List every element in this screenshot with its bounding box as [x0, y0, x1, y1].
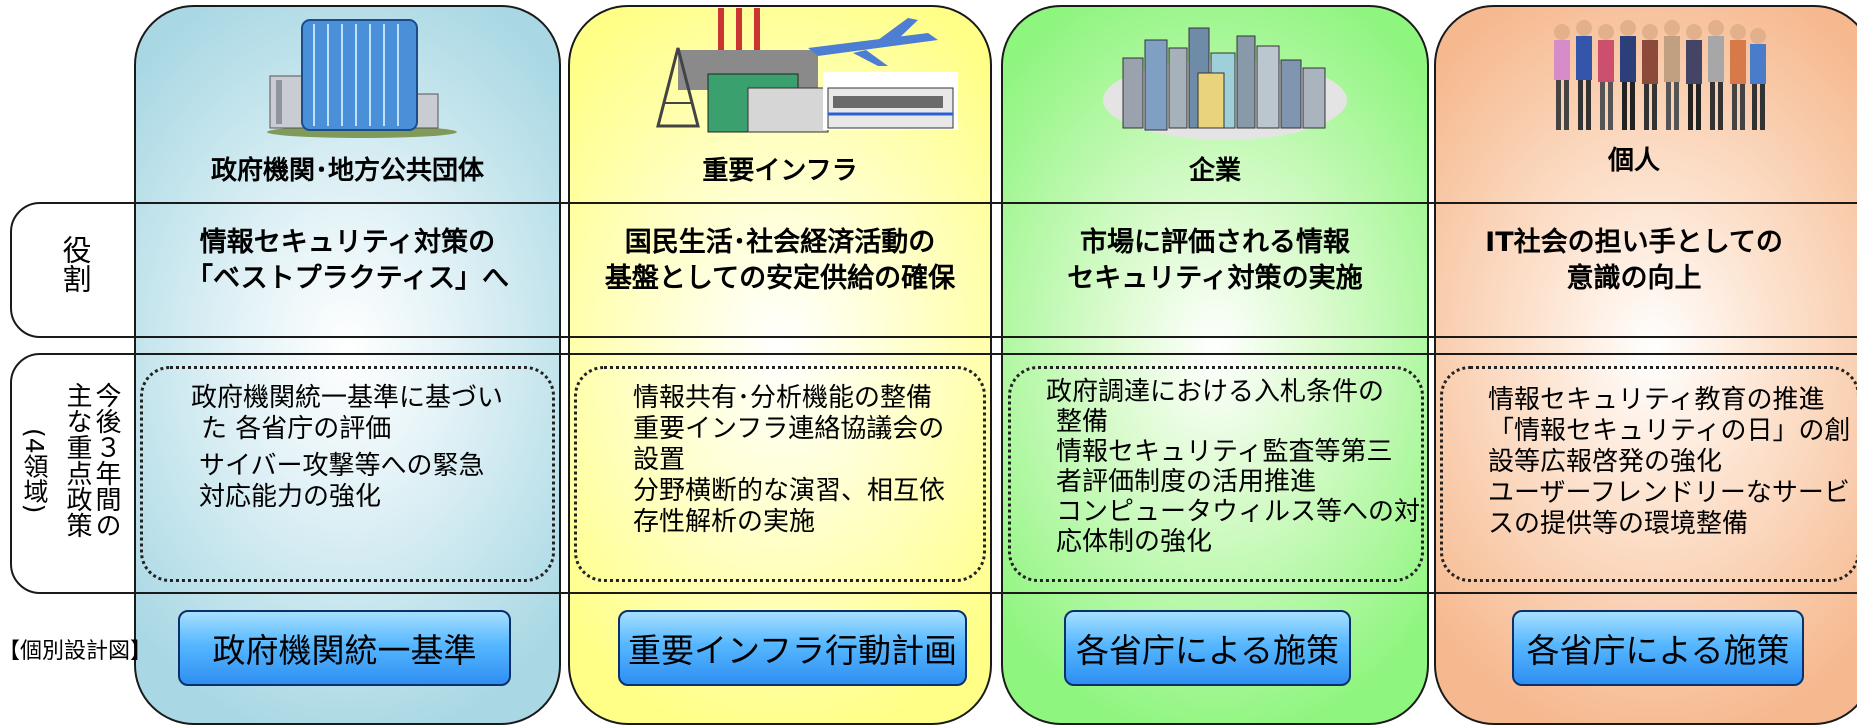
policy-row-label-line3: (4領域) — [20, 428, 49, 514]
government-building-icon — [262, 14, 457, 139]
role-line: 国民生活･社会経済活動の — [624, 227, 936, 258]
policy-item: コンピュータウィルス等への対 — [1056, 497, 1421, 527]
role-line: セキュリティ対策の実施 — [1067, 263, 1363, 294]
policy-item: 「情報セキュリティの日」の創 — [1488, 416, 1851, 446]
policy-item: 政府機関統一基準に基づい — [191, 383, 504, 413]
policy-box-enterprise: 政府調達における入札条件の 整備 情報セキュリティ監査等第三 者評価制度の活用推… — [1008, 366, 1424, 582]
role-line: 意識の向上 — [1566, 263, 1702, 294]
column-title-infrastructure: 重要インフラ — [702, 156, 858, 186]
policy-item: 対応能力の強化 — [199, 482, 382, 512]
column-title-individual: 個人 — [1607, 146, 1660, 176]
plan-infrastructure: 重要インフラ行動計画 — [618, 610, 967, 686]
policy-row-label-line1: 今後３年間の — [91, 382, 121, 538]
policy-box-government: 政府機関統一基準に基づい た 各省庁の評価 サイバー攻撃等への緊急 対応能力の強… — [140, 366, 555, 582]
role-text-enterprise: 市場に評価される情報 セキュリティ対策の実施 — [1001, 225, 1429, 297]
role-line: 市場に評価される情報 — [1080, 227, 1350, 258]
column-title-enterprise: 企業 — [1188, 156, 1241, 186]
policy-item: 設置 — [633, 445, 686, 475]
policy-item: 応体制の強化 — [1056, 527, 1213, 557]
policy-box-infrastructure: 情報共有･分析機能の整備 重要インフラ連絡協議会の 設置 分野横断的な演習、相互… — [574, 366, 986, 582]
column-title-government: 政府機関･地方公共団体 — [210, 156, 484, 186]
city-buildings-icon — [1103, 18, 1348, 141]
policy-item: 分野横断的な演習、相互依 — [633, 476, 946, 506]
policy-item: 情報セキュリティ教育の推進 — [1488, 385, 1825, 415]
policy-row-label-line2: 主な重点政策 — [62, 382, 92, 538]
role-text-infrastructure: 国民生活･社会経済活動の 基盤としての安定供給の確保 — [568, 225, 992, 297]
role-line: 基盤としての安定供給の確保 — [604, 263, 956, 294]
people-group-icon — [1548, 18, 1770, 136]
policy-item: スの提供等の環境整備 — [1488, 509, 1749, 539]
policy-item: ユーザーフレンドリーなサービ — [1488, 478, 1850, 508]
policy-box-individual: 情報セキュリティ教育の推進 「情報セキュリティの日」の創 設等広報啓発の強化 ユ… — [1440, 366, 1857, 582]
role-line: 情報セキュリティ対策の — [199, 227, 496, 258]
policy-item: 情報セキュリティ監査等第三 — [1056, 437, 1393, 467]
plan-individual: 各省庁による施策 — [1512, 610, 1804, 686]
policy-item: 者評価制度の活用推進 — [1056, 467, 1317, 497]
policy-item: 設等広報啓発の強化 — [1488, 447, 1723, 477]
infrastructure-icon — [638, 8, 958, 136]
policy-item: 情報共有･分析機能の整備 — [633, 383, 933, 413]
role-line: 「ベストプラクティス」へ — [186, 263, 509, 294]
policy-item: た 各省庁の評価 — [201, 414, 392, 444]
policy-item: 存性解析の実施 — [633, 507, 816, 537]
role-text-government: 情報セキュリティ対策の 「ベストプラクティス」へ — [134, 225, 561, 297]
policy-band — [10, 353, 1857, 594]
role-row-label: 役割 — [58, 235, 92, 293]
role-band — [10, 202, 1857, 338]
policy-item: 重要インフラ連絡協議会の — [633, 414, 945, 444]
plan-enterprise: 各省庁による施策 — [1064, 610, 1351, 686]
plans-label: 【個別設計図】 — [0, 639, 153, 664]
role-line: IT社会の担い手としての — [1485, 227, 1783, 258]
role-text-individual: IT社会の担い手としての 意識の向上 — [1434, 225, 1834, 297]
policy-item: 整備 — [1056, 407, 1109, 437]
plan-government: 政府機関統一基準 — [178, 610, 511, 686]
policy-item: 政府調達における入札条件の — [1046, 377, 1385, 407]
policy-item: サイバー攻撃等への緊急 — [199, 451, 485, 481]
